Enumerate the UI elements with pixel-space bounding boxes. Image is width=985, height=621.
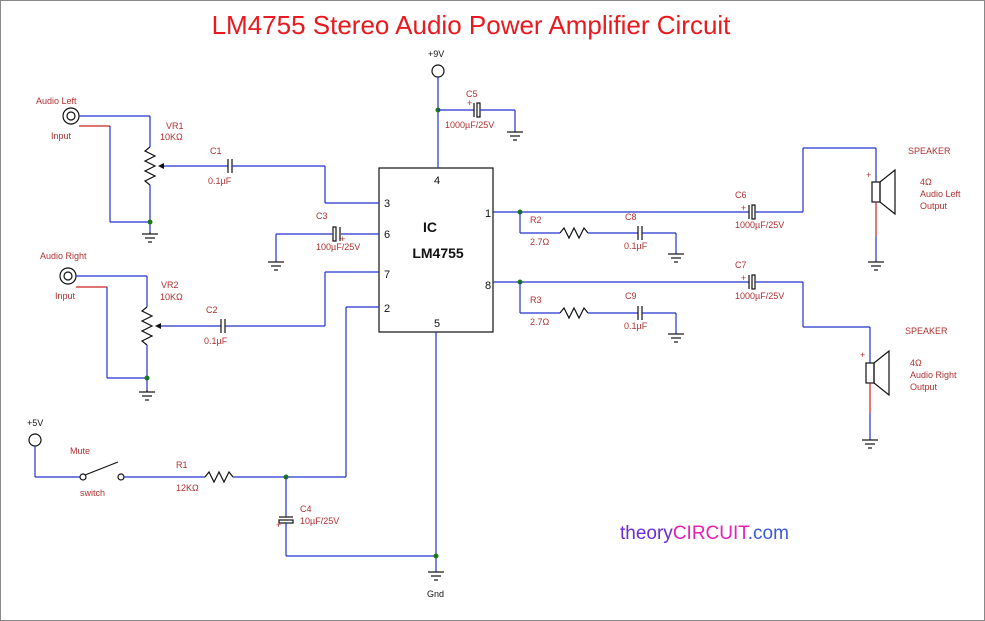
ic-label-line2: LM4755 <box>412 245 464 261</box>
right-input-name: Audio Right <box>40 251 87 261</box>
c5-name: C5 <box>466 89 478 99</box>
mute-sub: switch <box>80 488 105 498</box>
c3-value: 100µF/25V <box>316 242 360 252</box>
brand-watermark: theoryCIRCUIT.com <box>620 523 789 544</box>
left-input-sub: Input <box>51 131 72 141</box>
brand-part1: theory <box>620 523 673 544</box>
vr1-name: VR1 <box>166 121 184 131</box>
speaker-right-line3: Output <box>910 382 938 392</box>
c5-value: 1000µF/25V <box>445 120 494 130</box>
ic-pin-4: 4 <box>434 175 440 187</box>
c9-value: 0.1µF <box>624 321 648 331</box>
right-input-section <box>59 267 379 401</box>
gnd-label: Gnd <box>427 589 444 599</box>
brand-part2: CIRCUIT <box>673 523 750 544</box>
r1-name: R1 <box>176 460 188 470</box>
c4-value: 10µF/25V <box>300 516 339 526</box>
speaker-left-plus: + <box>866 170 871 180</box>
c1-name: C1 <box>210 146 222 156</box>
c6-value: 1000µF/25V <box>735 220 784 230</box>
supply-5v-label: +5V <box>27 418 43 428</box>
ic-pin-2: 2 <box>384 303 390 315</box>
vr2-value: 10KΩ <box>160 292 183 302</box>
ic-pin-3: 3 <box>384 198 390 210</box>
c2-name: C2 <box>206 305 218 315</box>
c9-name: C9 <box>625 291 637 301</box>
c3-name: C3 <box>316 211 328 221</box>
speaker-right-plus: + <box>860 350 865 360</box>
right-input-sub: Input <box>55 291 76 301</box>
speaker-right-title: SPEAKER <box>905 326 948 336</box>
c6-name: C6 <box>735 190 747 200</box>
r1-value: 12KΩ <box>176 483 199 493</box>
ic-pin-8: 8 <box>485 280 491 292</box>
output-left-section <box>493 147 896 271</box>
c2-value: 0.1µF <box>204 336 228 346</box>
c1-value: 0.1µF <box>208 176 232 186</box>
ic-pin-7: 7 <box>384 269 390 281</box>
c7-name: C7 <box>735 260 747 270</box>
ic-body <box>378 167 494 333</box>
speaker-right-line2: Audio Right <box>910 370 957 380</box>
r3-value: 2.7Ω <box>530 317 550 327</box>
supply-9v <box>431 64 523 168</box>
c4-plus: + <box>276 520 281 530</box>
c8-value: 0.1µF <box>624 241 648 251</box>
c3-section <box>268 226 379 271</box>
ic-pin-1: 1 <box>485 208 491 220</box>
vr2-name: VR2 <box>161 280 179 290</box>
c7-plus: + <box>741 273 746 283</box>
left-input-section <box>62 107 379 243</box>
ic-pin-5: 5 <box>434 318 440 330</box>
c3-plus: + <box>340 234 345 244</box>
vr1-value: 10KΩ <box>160 132 183 142</box>
c8-name: C8 <box>625 212 637 222</box>
speaker-left-line1: 4Ω <box>920 177 932 187</box>
diagram-title: LM4755 Stereo Audio Power Amplifier Circ… <box>212 10 732 40</box>
supply-9v-label: +9V <box>428 49 444 59</box>
left-input-name: Audio Left <box>36 96 77 106</box>
c6-plus: + <box>741 203 746 213</box>
c5-plus: + <box>467 98 472 108</box>
r2-value: 2.7Ω <box>530 237 550 247</box>
speaker-left-title: SPEAKER <box>908 146 951 156</box>
speaker-right-line1: 4Ω <box>910 358 922 368</box>
c7-value: 1000µF/25V <box>735 291 784 301</box>
mute-section <box>28 306 444 581</box>
brand-part3: .com <box>748 523 789 544</box>
output-right-section <box>493 274 890 449</box>
ic-pin-6: 6 <box>384 229 390 241</box>
mute-name: Mute <box>70 446 90 456</box>
c4-name: C4 <box>300 504 312 514</box>
ic-label-line1: IC <box>423 219 437 235</box>
speaker-left-line2: Audio Left <box>920 189 961 199</box>
r3-name: R3 <box>530 295 542 305</box>
speaker-left-line3: Output <box>920 201 948 211</box>
r2-name: R2 <box>530 215 542 225</box>
